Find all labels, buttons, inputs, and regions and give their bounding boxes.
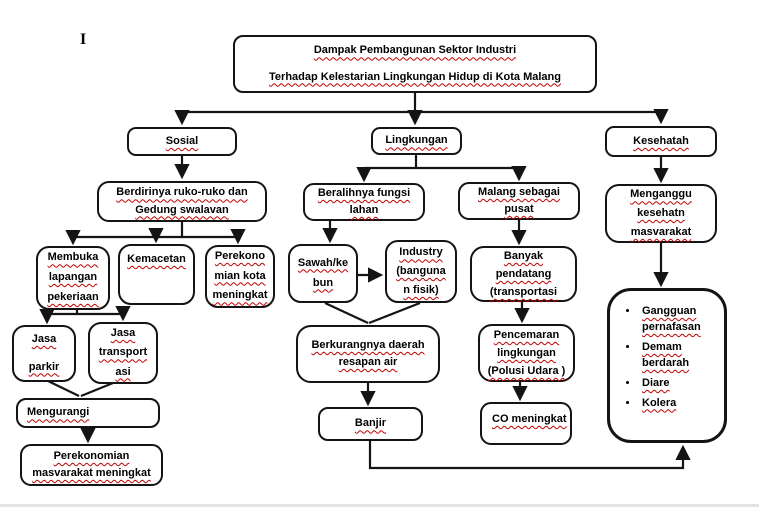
page-edge bbox=[0, 504, 759, 507]
node-kesehatan: Kesehatah bbox=[605, 126, 717, 157]
node-beralihnya-label: Beralihnya fungsi lahan bbox=[317, 186, 411, 216]
node-co-label: CO meningkat bbox=[492, 413, 567, 425]
connector-banjir-symptoms bbox=[368, 441, 691, 470]
symptom-list: Gangguan pernafasan Demam berdarah Diare… bbox=[622, 304, 720, 416]
node-co-meningkat: CO meningkat bbox=[480, 402, 572, 445]
node-sosial-label: Sosial bbox=[165, 134, 199, 147]
node-beralihnya-fungsi-lahan: Beralihnya fungsi lahan bbox=[303, 183, 425, 221]
node-sosial: Sosial bbox=[127, 127, 237, 156]
node-banjir: Banjir bbox=[318, 407, 423, 441]
node-pencemaran-lingkungan: Pencemaran lingkungan (Polusi Udara ) bbox=[478, 324, 575, 382]
node-perekonomian-masyarakat-label: Perekonomian masvarakat meningkat bbox=[32, 449, 151, 479]
node-perekonomian-masyarakat: Perekonomian masvarakat meningkat bbox=[20, 444, 163, 486]
node-symptom-list: Gangguan pernafasan Demam berdarah Diare… bbox=[607, 288, 727, 443]
node-malang-label: Malang sebagai pusat bbox=[478, 185, 560, 215]
node-menganggu-kesehatan: Menganggu kesehatn masvarakat bbox=[605, 184, 717, 243]
symptom-item: Kolera bbox=[639, 396, 720, 412]
stray-text-mark: I bbox=[80, 31, 87, 48]
node-industry: Industry (banguna n fisik) bbox=[385, 240, 457, 303]
node-title: Dampak Pembangunan Sektor Industri Terha… bbox=[233, 35, 597, 93]
node-perekonomian-kota-label: Perekono mian kota meningkat bbox=[212, 249, 268, 302]
node-sawah-label: Sawah/ke bun bbox=[297, 256, 349, 289]
node-lingkungan: Lingkungan bbox=[371, 127, 462, 155]
connector-sosial-chain bbox=[39, 156, 246, 444]
node-jasa-parkir-label: Jasa parkir bbox=[28, 333, 60, 373]
node-berkurangnya-label: Berkurangnya daerah resapan air bbox=[311, 338, 425, 368]
node-lingkungan-label: Lingkungan bbox=[385, 134, 448, 147]
title-line-2: Terhadap Kelestarian Lingkungan Hidup di… bbox=[269, 70, 561, 83]
node-membuka-label: Membuka lapangan pekeriaan bbox=[47, 251, 99, 303]
symptom-item: Demam berdarah bbox=[639, 340, 720, 372]
connector-lingkungan-chain bbox=[322, 155, 530, 407]
node-jasa-parkir: Jasa parkir bbox=[12, 325, 76, 382]
node-sawah-kebun: Sawah/ke bun bbox=[288, 244, 358, 303]
node-kemacetan: Kemacetan bbox=[118, 244, 195, 305]
node-kemacetan-label: Kemacetan bbox=[127, 253, 186, 265]
node-berdirinya-label: Berdirinya ruko-ruko dan Gedung swalavan bbox=[116, 186, 248, 216]
node-malang-pusat: Malang sebagai pusat bbox=[458, 182, 580, 220]
title-line-1: Dampak Pembangunan Sektor Industri bbox=[313, 44, 517, 57]
node-banjir-label: Banjir bbox=[354, 417, 387, 430]
node-industry-label: Industry (banguna n fisik) bbox=[396, 246, 446, 296]
symptom-item: Diare bbox=[639, 376, 720, 392]
node-banyak-pendatang: Banyak pendatang (transportasi bbox=[470, 246, 577, 302]
node-berkurangnya-resapan: Berkurangnya daerah resapan air bbox=[296, 325, 440, 383]
node-mengurangi: Mengurangi bbox=[16, 398, 160, 428]
node-jasa-transportasi-label: Jasa transport asi bbox=[98, 327, 148, 378]
node-kesehatan-label: Kesehatah bbox=[633, 134, 689, 147]
node-jasa-transportasi: Jasa transport asi bbox=[88, 322, 158, 384]
node-berdirinya-ruko: Berdirinya ruko-ruko dan Gedung swalavan bbox=[97, 181, 267, 222]
node-perekonomian-kota: Perekono mian kota meningkat bbox=[205, 245, 275, 308]
node-menganggu-label: Menganggu kesehatn masvarakat bbox=[630, 188, 692, 238]
node-membuka-lapangan: Membuka lapangan pekeriaan bbox=[36, 246, 110, 310]
node-pencemaran-label: Pencemaran lingkungan (Polusi Udara ) bbox=[487, 328, 566, 378]
node-banyak-label: Banyak pendatang (transportasi bbox=[489, 249, 558, 299]
connector-title-branches bbox=[174, 93, 669, 126]
node-mengurangi-label: Mengurangi bbox=[27, 406, 90, 419]
symptom-item: Gangguan pernafasan bbox=[639, 304, 720, 336]
